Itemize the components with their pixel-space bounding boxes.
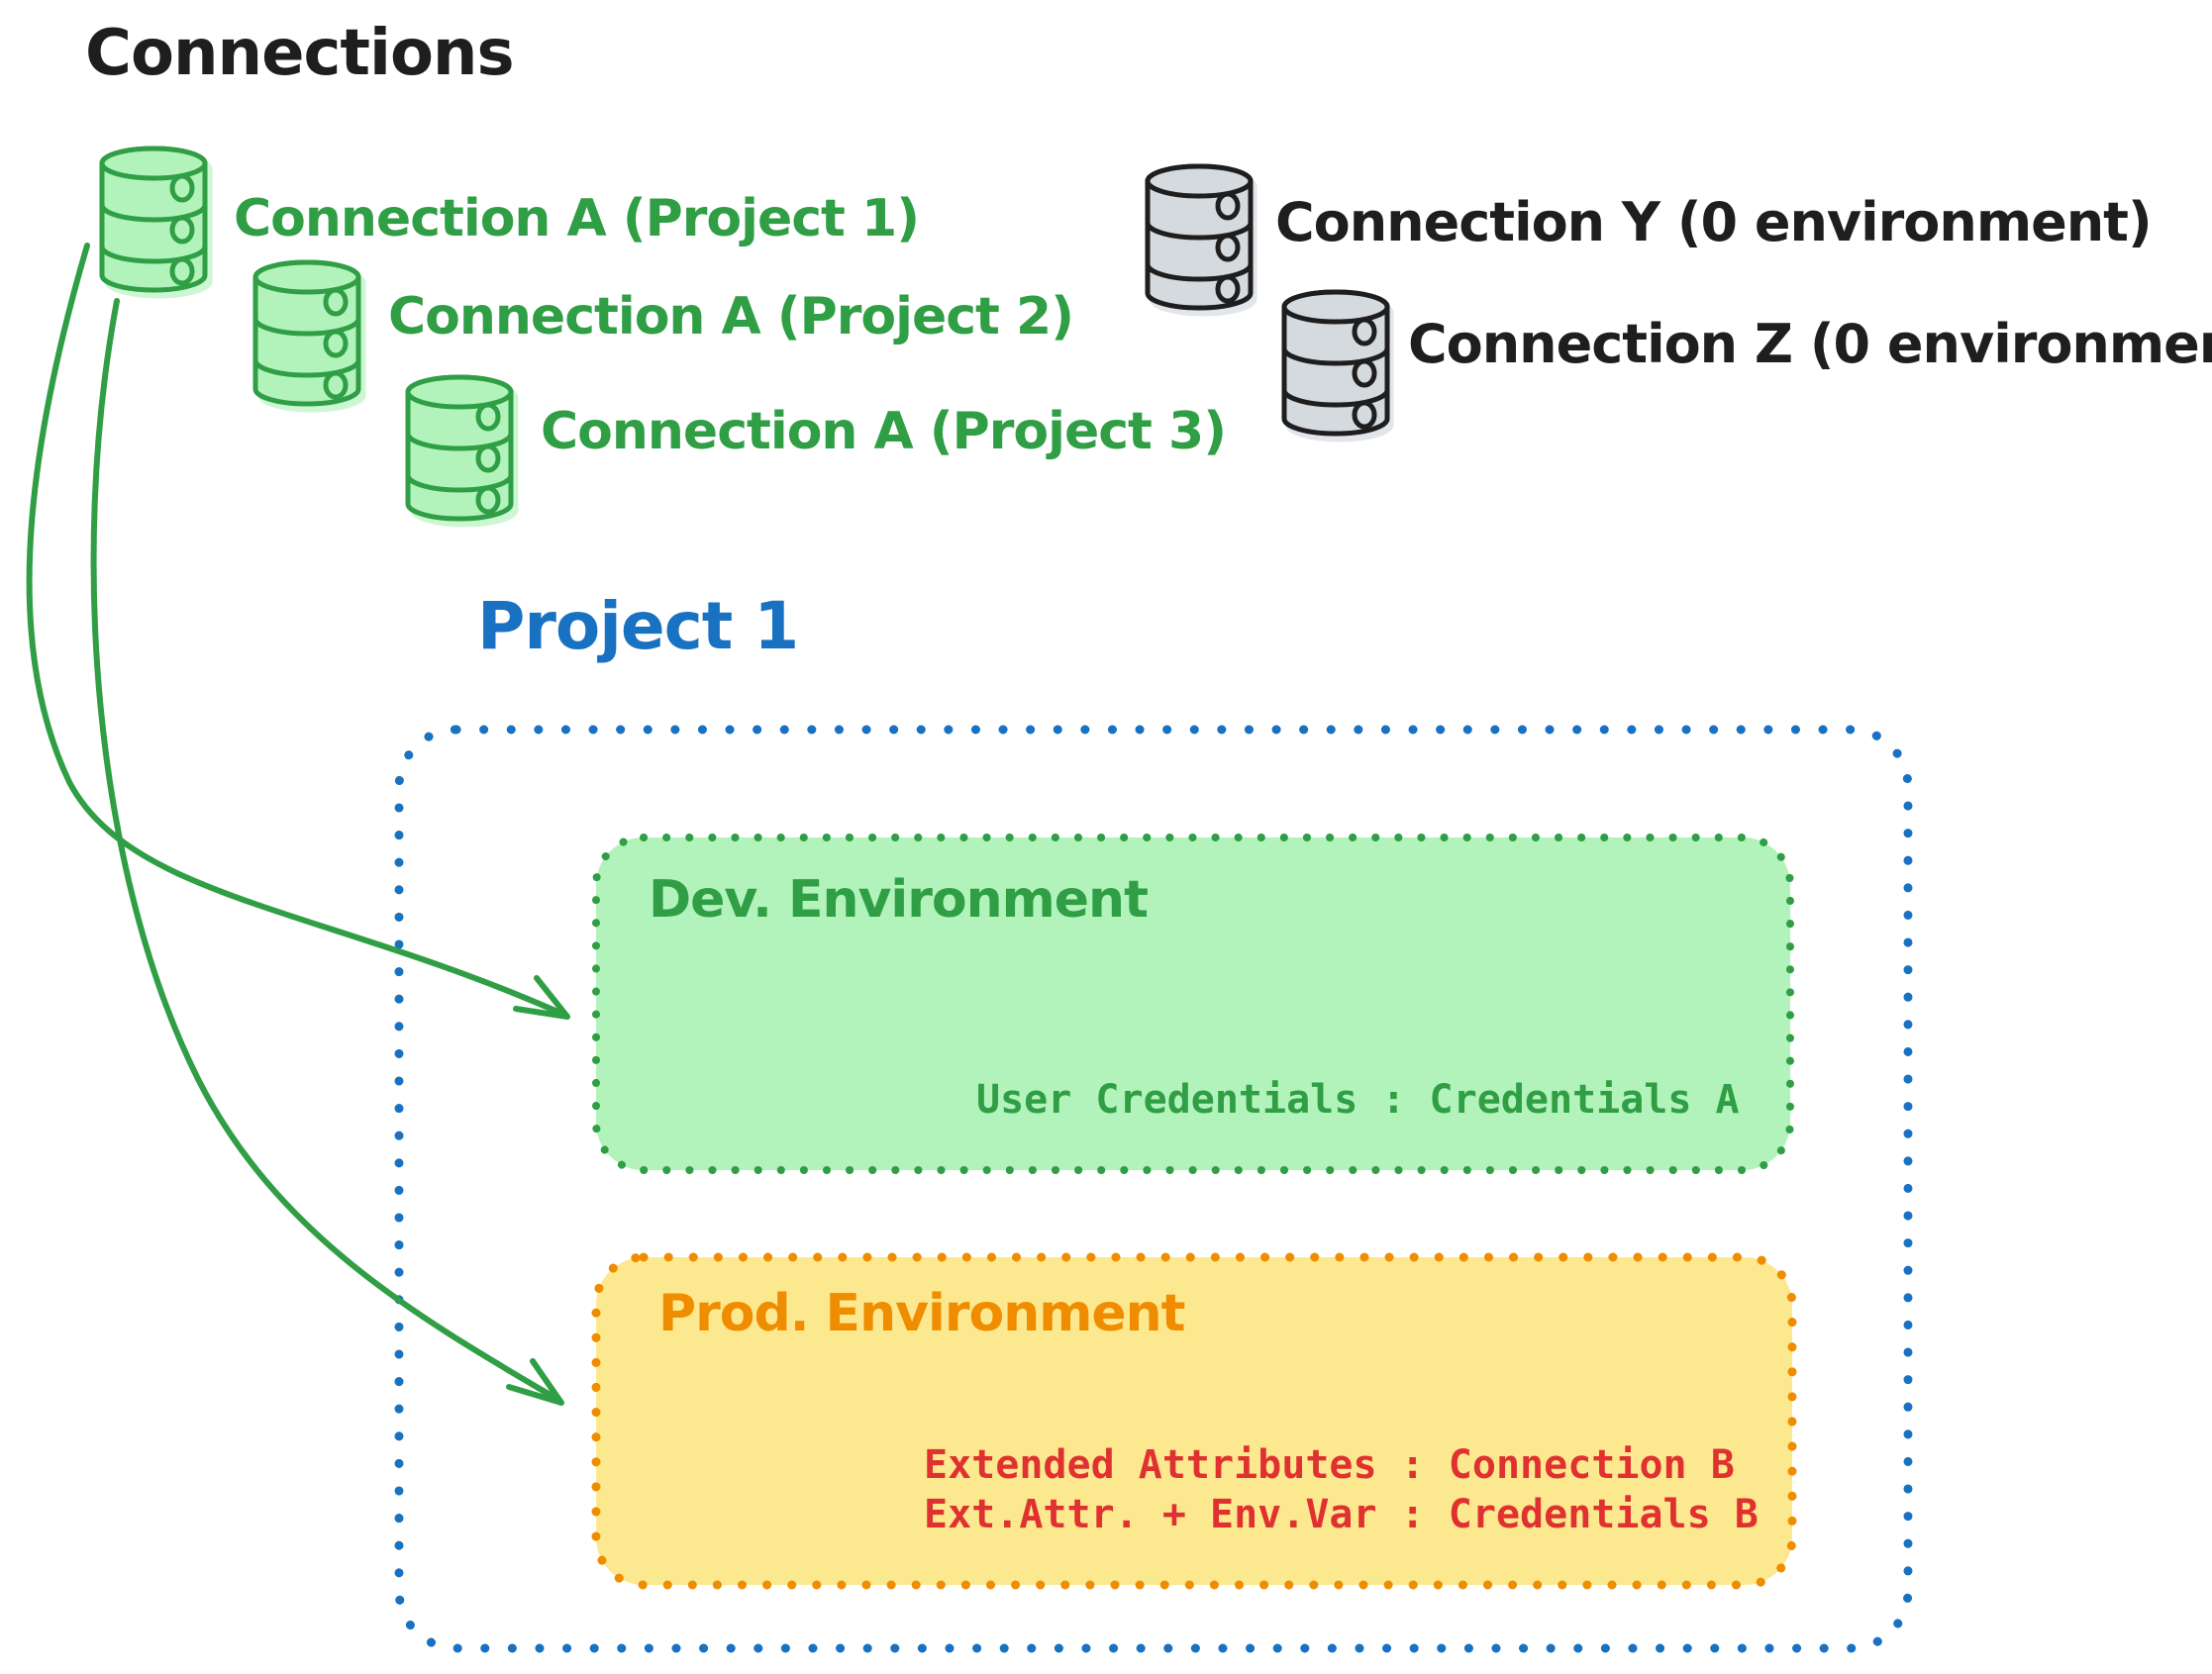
database-icon bbox=[408, 377, 511, 519]
diagram-title: Connections bbox=[85, 17, 515, 90]
project-box-border bbox=[394, 725, 1913, 1653]
prod-credentials-block: Extended Attributes : Connection B Ext.A… bbox=[924, 1440, 1759, 1539]
database-icon bbox=[255, 262, 358, 404]
dev-credentials-text: User Credentials : Credentials A bbox=[976, 1077, 1740, 1123]
arrow-to-prod-environment bbox=[90, 298, 564, 1406]
arrowhead-icon bbox=[513, 975, 570, 1020]
connection-a-project3-label: Connection A (Project 3) bbox=[541, 402, 1227, 461]
prod-ext-attr-env-var-line: Ext.Attr. + Env.Var : Credentials B bbox=[924, 1492, 1759, 1537]
prod-environment-box bbox=[591, 1252, 1797, 1590]
dev-environment-label: Dev. Environment bbox=[649, 870, 1149, 930]
connection-a-project1-label: Connection A (Project 1) bbox=[234, 189, 920, 248]
prod-environment-label: Prod. Environment bbox=[658, 1284, 1186, 1343]
connection-y-label: Connection Y (0 environment) bbox=[1275, 191, 2153, 253]
connection-z-label: Connection Z (0 environment) bbox=[1408, 313, 2212, 375]
prod-extended-attributes-line: Extended Attributes : Connection B bbox=[924, 1442, 1735, 1488]
database-icon bbox=[1148, 166, 1251, 308]
database-icon bbox=[1284, 292, 1387, 434]
project-title: Project 1 bbox=[477, 588, 799, 664]
database-icon bbox=[102, 148, 205, 290]
arrowhead-icon bbox=[506, 1358, 564, 1406]
arrow-line bbox=[26, 243, 567, 1018]
arrow-line bbox=[90, 298, 561, 1403]
arrow-to-dev-environment bbox=[26, 243, 570, 1020]
dev-environment-box bbox=[592, 834, 1794, 1174]
connection-a-project2-label: Connection A (Project 2) bbox=[388, 287, 1074, 346]
